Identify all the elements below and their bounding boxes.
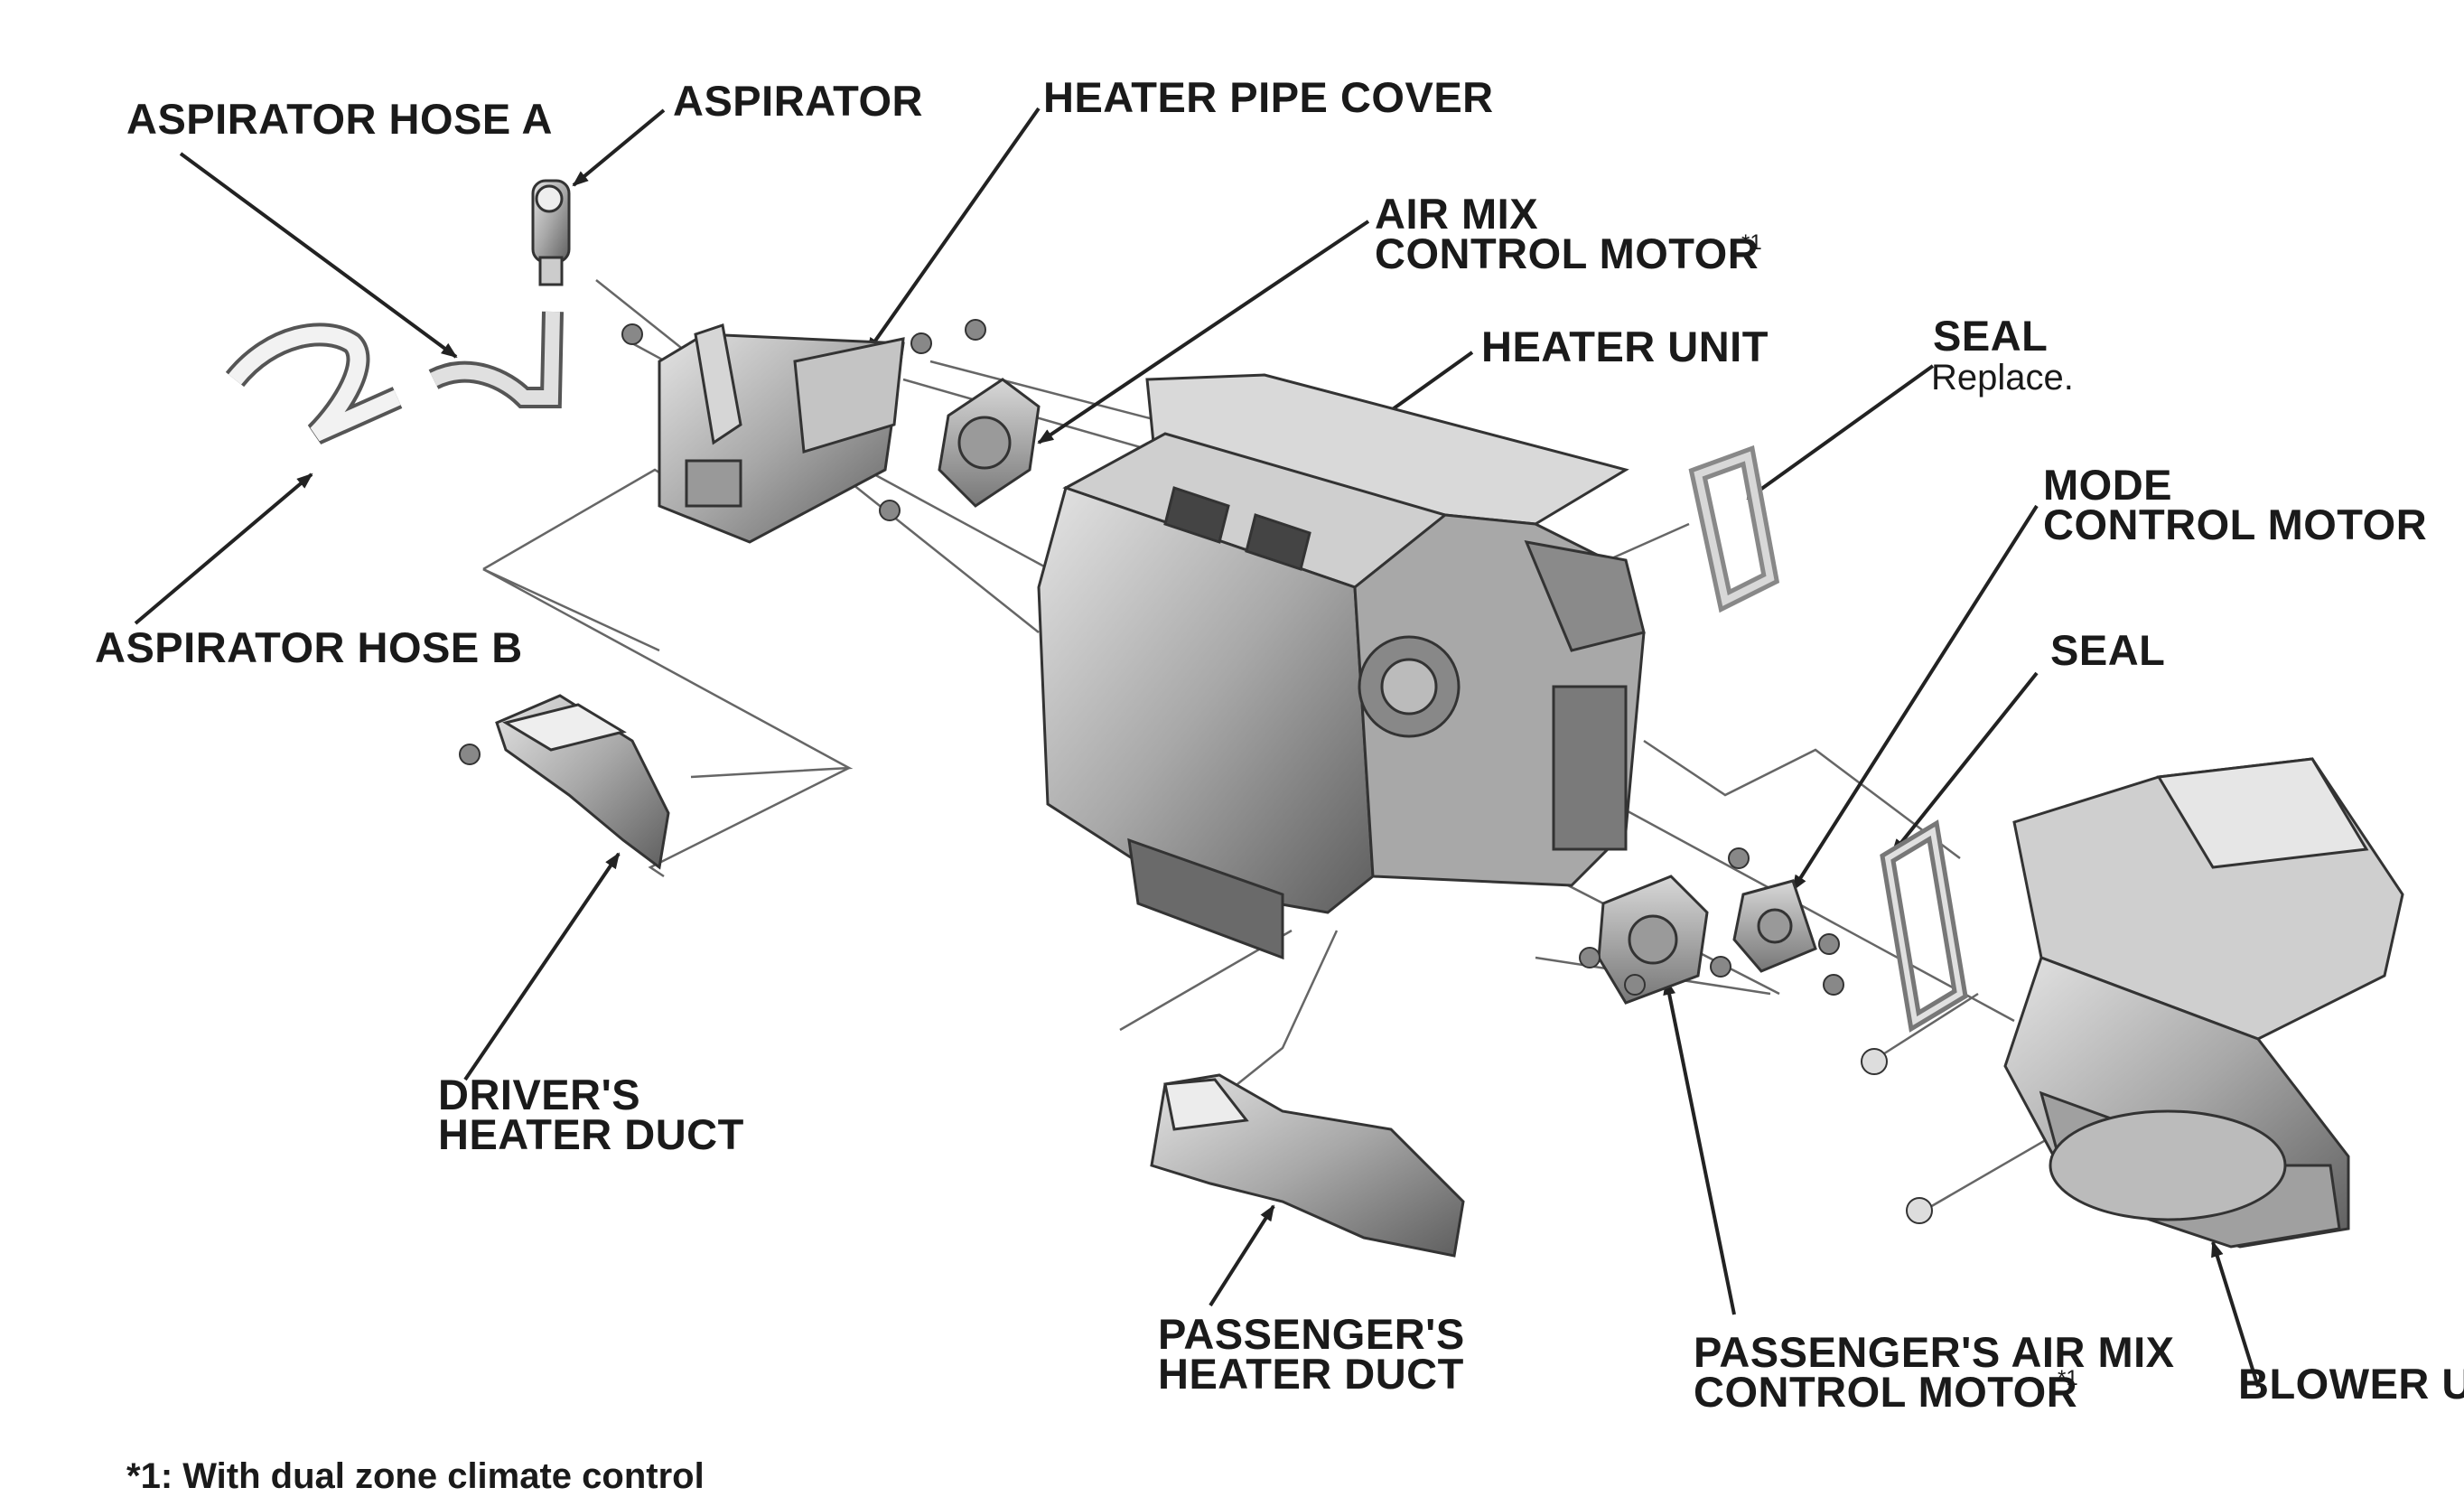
label-line: PASSENGER'S AIR MIX [1694, 1328, 2175, 1376]
seal-right-part [1880, 819, 1968, 1033]
label-heater-pipe-cover: HEATER PIPE COVER [1043, 73, 1494, 121]
label-passengers-air-mix-control-motor: PASSENGER'S AIR MIX CONTROL MOTOR [1694, 1328, 2175, 1416]
air-mix-motor-part [938, 378, 1041, 508]
label-line: DRIVER'S [438, 1071, 641, 1118]
mode-motor-part [1732, 879, 1817, 973]
label-aspirator-hose-b: ASPIRATOR HOSE B [95, 623, 523, 671]
label-aspirator-hose-a: ASPIRATOR HOSE A [126, 95, 553, 143]
aspirator-hoses [225, 311, 564, 444]
label-line: HEATER DUCT [438, 1110, 744, 1158]
label-aspirator: ASPIRATOR [673, 77, 923, 125]
label-line: CONTROL MOTOR [1375, 229, 1759, 277]
label-passengers-heater-duct: PASSENGER'S HEATER DUCT [1158, 1310, 1465, 1398]
label-line: CONTROL MOTOR [2043, 501, 2428, 548]
label-blower-unit: BLOWER UI [2238, 1360, 2464, 1408]
label-seal-top-note: Replace. [1931, 358, 2074, 398]
label-line: CONTROL MOTOR [1694, 1368, 2078, 1416]
marker-air-mix: *1 [1741, 230, 1762, 255]
label-seal-top: SEAL [1933, 312, 2049, 360]
label-line: HEATER DUCT [1158, 1350, 1464, 1398]
screws [459, 319, 1933, 1224]
label-line: PASSENGER'S [1158, 1310, 1465, 1358]
label-line: MODE [2043, 461, 2172, 509]
passenger-air-mix-motor-part [1597, 875, 1709, 1005]
footnote: *1: With dual zone climate control [126, 1456, 705, 1496]
label-mode-control-motor: MODE CONTROL MOTOR [2043, 461, 2428, 548]
label-drivers-heater-duct: DRIVER'S HEATER DUCT [438, 1071, 744, 1158]
aspirator-part [531, 179, 571, 286]
blower-unit-part [2003, 757, 2404, 1249]
seal-top-part [1688, 444, 1780, 613]
label-air-mix-control-motor: AIR MIX CONTROL MOTOR [1375, 190, 1759, 277]
label-line: AIR MIX [1375, 190, 1539, 238]
marker-passenger-air-mix: *1 [2058, 1366, 2078, 1390]
passengers-heater-duct-part [1150, 1073, 1465, 1258]
drivers-heater-duct-part [495, 694, 670, 870]
label-seal-right: SEAL [2050, 626, 2166, 674]
heater-unit-part [1037, 373, 1646, 960]
heater-pipe-cover-part [658, 323, 905, 544]
label-heater-unit: HEATER UNIT [1481, 323, 1769, 370]
